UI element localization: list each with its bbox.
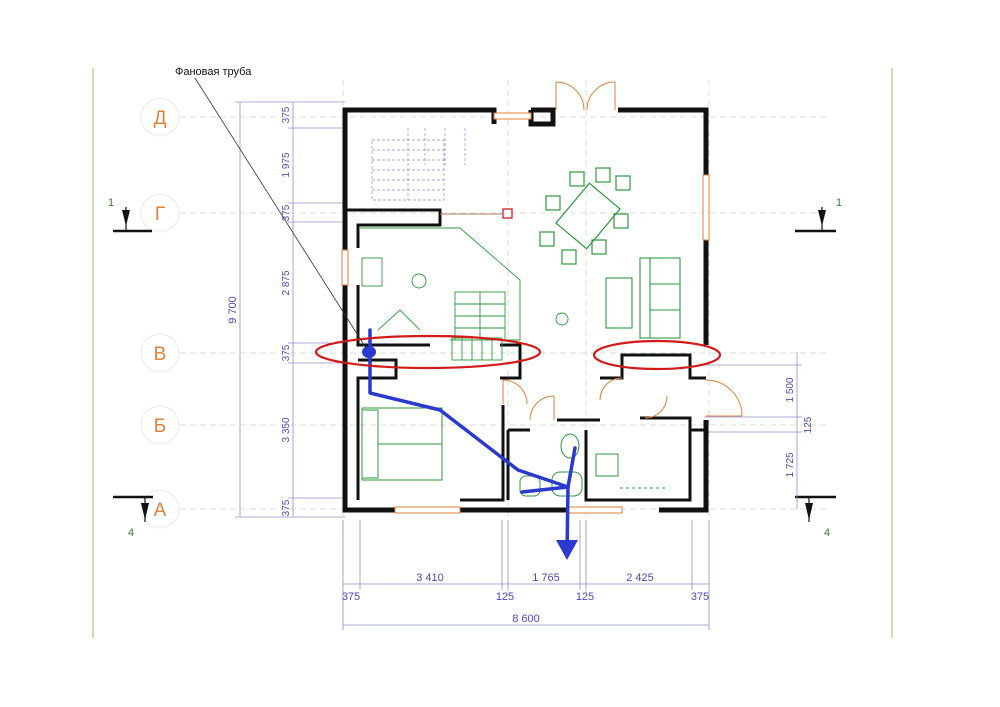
sofa — [605, 257, 681, 339]
annotation-pipe-label: Фановая труба — [175, 66, 252, 78]
drain-pipe-route — [368, 328, 577, 557]
section-number-top-left: 1 — [108, 197, 114, 209]
ventilation-marker — [502, 208, 513, 219]
axis-bubble-A: А — [140, 489, 180, 529]
furniture-kitchen — [360, 227, 569, 341]
interior-doors — [502, 377, 743, 421]
axis-letter-A: А — [154, 500, 167, 521]
bottom-dimension-lines — [342, 520, 710, 630]
axis-letter-G: Г — [155, 204, 165, 225]
highlight-ellipse-left — [314, 334, 542, 370]
staircase-upper — [371, 128, 466, 201]
dim-left-5: 375 — [281, 344, 292, 361]
dim-total-height: 9 700 — [227, 296, 239, 324]
dim-bottom-b3: 125 — [576, 591, 594, 603]
axis-bubble-B: Б — [140, 405, 180, 445]
dim-left-6: 3 350 — [281, 417, 292, 442]
dim-left-2: 1 975 — [281, 152, 292, 177]
wall-top-right — [618, 107, 709, 175]
dim-bottom-b1: 375 — [342, 591, 360, 603]
dining-table — [539, 167, 631, 265]
section-number-bottom-left: 4 — [128, 527, 134, 539]
dim-left-7: 375 — [281, 499, 292, 516]
dim-left-4: 2 875 — [281, 270, 292, 295]
axis-bubble-V: В — [140, 333, 180, 373]
section-number-top-right: 1 — [836, 197, 842, 209]
dim-left-1: 375 — [281, 106, 292, 123]
wall-left-lower — [342, 285, 395, 513]
staircase-lower — [451, 337, 503, 361]
interior-walls — [345, 208, 706, 502]
dim-bottom-total: 8 600 — [512, 613, 540, 625]
axis-letter-B: Б — [154, 416, 166, 437]
dim-right-1: 1 500 — [785, 377, 796, 402]
dim-bottom-b4: 375 — [691, 591, 709, 603]
pipe-outlet-arrow — [556, 540, 578, 560]
axis-bubble-D: Д — [140, 97, 180, 137]
entrance-door — [555, 81, 616, 111]
axis-letter-D: Д — [154, 108, 167, 129]
axis-letter-V: В — [154, 344, 167, 365]
dim-bottom-b2: 125 — [496, 591, 514, 603]
dim-right-2: 125 — [803, 416, 814, 433]
section-mark-bottom-right: 4 — [795, 495, 836, 539]
axis-bubble-G: Г — [140, 193, 180, 233]
wall-right-lower — [659, 420, 709, 513]
dim-left-3: 375 — [281, 204, 292, 221]
dim-bottom-a3: 2 425 — [626, 572, 654, 584]
windows — [341, 112, 710, 514]
annotation-leader-line — [194, 77, 367, 349]
section-number-bottom-right: 4 — [824, 527, 830, 539]
dim-bottom-a1: 3 410 — [416, 572, 444, 584]
section-mark-top-right: 1 — [795, 197, 842, 233]
dim-right-3: 1 725 — [785, 452, 796, 477]
section-mark-top-left: 1 — [108, 197, 152, 233]
section-mark-bottom-left: 4 — [113, 495, 153, 539]
dim-bottom-a2: 1 765 — [532, 572, 560, 584]
bathroom-fixtures — [519, 433, 668, 497]
left-dimension-lines — [235, 101, 345, 518]
highlight-ellipse-right — [592, 339, 722, 371]
drain-riser-marker — [362, 346, 376, 358]
right-dimension-lines — [704, 352, 802, 509]
bed — [361, 407, 443, 481]
